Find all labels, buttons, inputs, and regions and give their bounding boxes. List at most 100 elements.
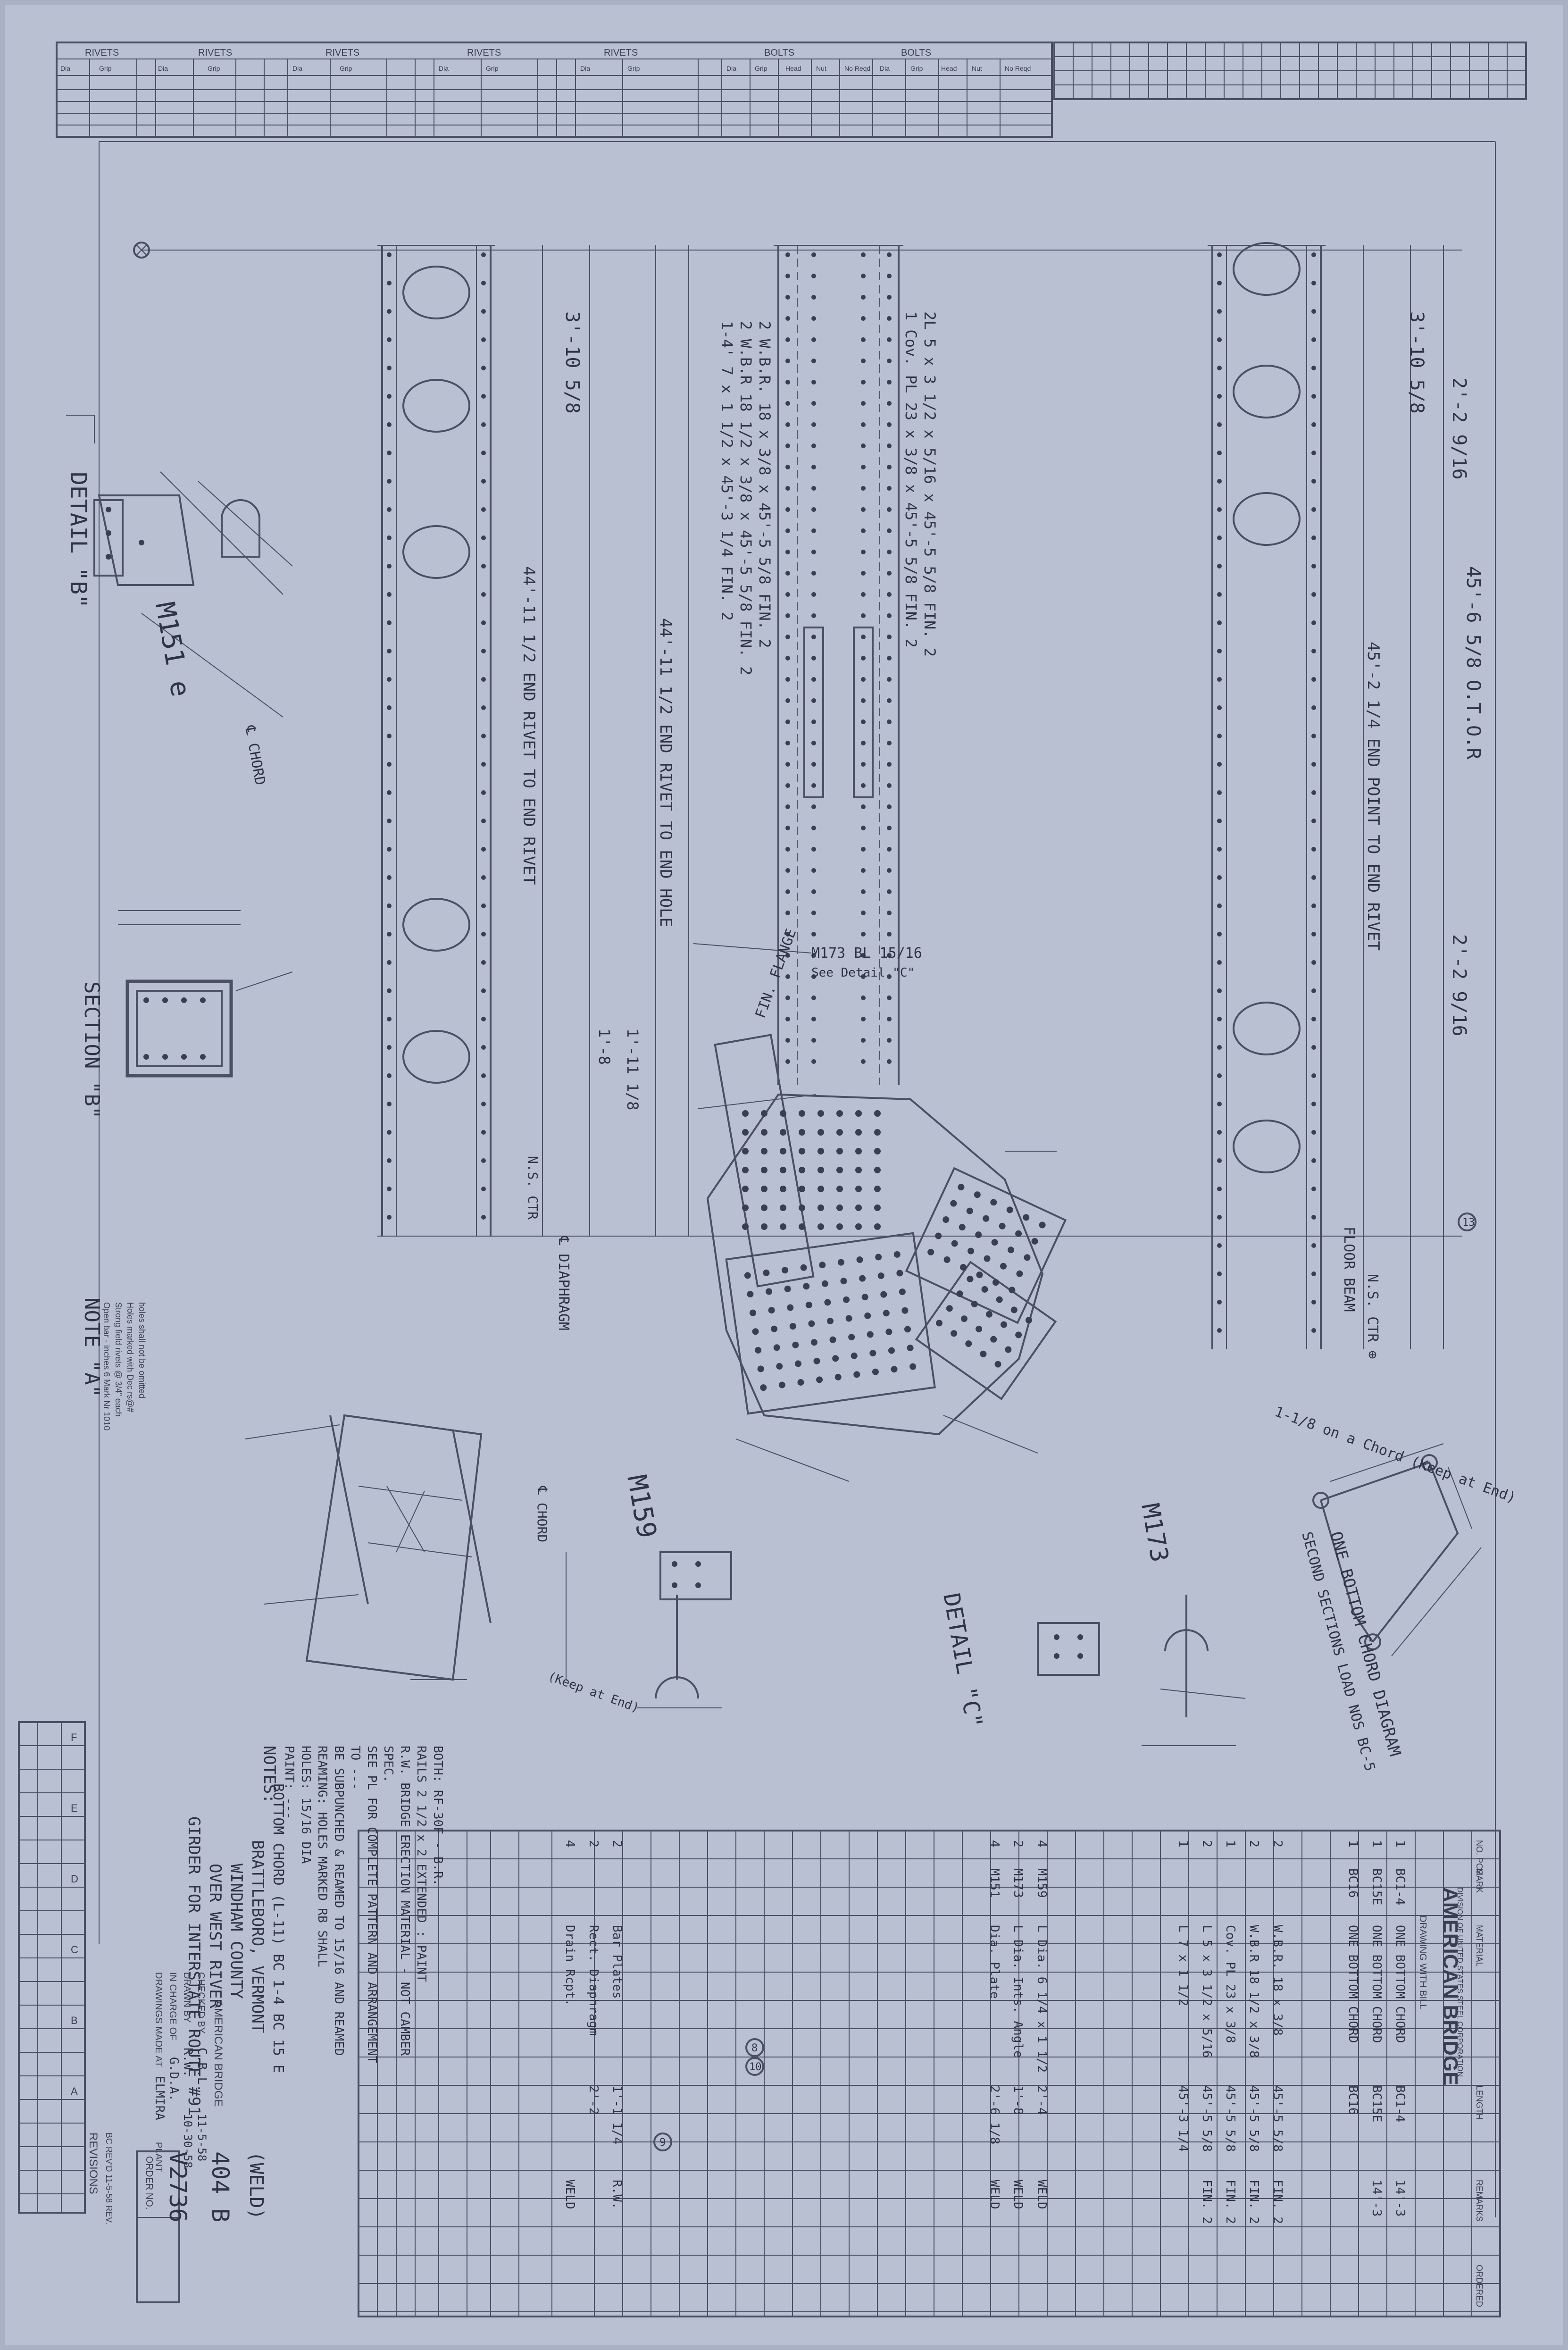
bill-cell: Rect. Diaphragm bbox=[586, 1925, 601, 2036]
sub-dia-4: Dia bbox=[439, 65, 449, 72]
rivet bbox=[785, 380, 790, 385]
bill-cell: 1 bbox=[1393, 1840, 1407, 1848]
rivet bbox=[481, 564, 486, 569]
rivets-header-3: RIVETS bbox=[325, 48, 359, 58]
bill-cell: BC1-4 bbox=[1393, 1868, 1407, 1905]
gusset-connection bbox=[693, 943, 1067, 1482]
gusset-rivet bbox=[859, 1275, 866, 1282]
rivet bbox=[785, 889, 790, 894]
gusset-rivet bbox=[834, 1373, 842, 1380]
gusset-rivet bbox=[984, 1255, 991, 1262]
gusset-rivet bbox=[761, 1110, 767, 1117]
rivet bbox=[1311, 762, 1316, 767]
rivet bbox=[481, 677, 486, 682]
rivet bbox=[1217, 903, 1222, 908]
rivet bbox=[887, 677, 892, 682]
rivet bbox=[1311, 1215, 1316, 1220]
company-header: DRAWING WITH BILL AMERICAN BRIDGE DIVISI… bbox=[1418, 1887, 1464, 2085]
marker-circle-10 bbox=[745, 2057, 764, 2076]
bill-cell: 45'-3 1/4 bbox=[1176, 2085, 1190, 2152]
rivet bbox=[887, 911, 892, 915]
rivet bbox=[785, 826, 790, 830]
gusset-rivet bbox=[935, 1232, 942, 1239]
chord-label-b: 1 Cov. PL 23 x 3/8 x 45'-5 5/8 FIN. 2 bbox=[902, 311, 920, 648]
rivet bbox=[785, 507, 790, 512]
rivet bbox=[811, 635, 816, 639]
rivet bbox=[1217, 649, 1222, 653]
plant-value: ELMIRA bbox=[152, 2076, 167, 2120]
rivet bbox=[1311, 1017, 1316, 1021]
rivet bbox=[785, 528, 790, 533]
rivet bbox=[1311, 988, 1316, 993]
rivet bbox=[481, 1045, 486, 1050]
chord-label-d: 2 W.B.R 18 1/2 x 3/8 x 45'-5 5/8 FIN. 2 bbox=[737, 321, 755, 675]
rev-letter-f: F bbox=[71, 1731, 77, 1743]
bill-cell: 45'-5 5/8 bbox=[1200, 2085, 1214, 2152]
gusset-rivet bbox=[836, 1129, 843, 1136]
bill-cell: Drain Rcpt. bbox=[563, 1925, 577, 2006]
rivet bbox=[387, 535, 392, 540]
rivet bbox=[785, 337, 790, 342]
rivet bbox=[1311, 1102, 1316, 1106]
gusset-rivet bbox=[990, 1199, 997, 1206]
rivet bbox=[785, 804, 790, 809]
in-charge-label: IN CHARGE OF bbox=[167, 1972, 178, 2040]
gusset-rivet bbox=[810, 1339, 817, 1346]
gusset-rivet bbox=[976, 1325, 983, 1332]
marker-circle-13 bbox=[1458, 1213, 1476, 1231]
gusset-rivet bbox=[855, 1223, 862, 1230]
rivet bbox=[1217, 1130, 1222, 1135]
sub-grip: Grip bbox=[99, 65, 112, 72]
sub-dia: Dia bbox=[60, 65, 70, 72]
gusset-rivet bbox=[960, 1315, 967, 1322]
rivet bbox=[811, 401, 816, 406]
gusset-rivet bbox=[813, 1357, 820, 1364]
rivet bbox=[861, 528, 866, 533]
gusset-rivet bbox=[755, 1346, 762, 1354]
gusset-rivet bbox=[960, 1264, 967, 1271]
rivet bbox=[785, 953, 790, 958]
gusset-rivet bbox=[976, 1271, 983, 1279]
bill-cell: 2 bbox=[586, 1840, 601, 1848]
bill-header-cell: NO. PCS bbox=[1475, 1840, 1484, 1875]
rivet bbox=[785, 1038, 790, 1043]
rivet bbox=[1217, 1215, 1222, 1220]
gusset-rivet bbox=[761, 1223, 767, 1230]
rivet bbox=[1217, 535, 1222, 540]
gusset-rivet bbox=[760, 1384, 767, 1391]
detail-b-drawing bbox=[66, 415, 293, 718]
sub-grip-7: Grip bbox=[910, 65, 923, 72]
e-diaphragm-label: ℄ DIAPHRAGM bbox=[555, 1236, 572, 1330]
notes-line-4: TO --- bbox=[348, 1746, 362, 1790]
rivet bbox=[387, 1215, 392, 1220]
gusset-rivet bbox=[951, 1240, 958, 1247]
dimension-lines bbox=[133, 242, 1462, 1349]
marker-13: 13 bbox=[1462, 1217, 1475, 1229]
title-line-3: BRATTLEBORO, VERMONT bbox=[248, 1840, 267, 2033]
rivet bbox=[785, 1017, 790, 1021]
lightening-hole bbox=[402, 898, 470, 952]
rivet bbox=[1311, 479, 1316, 484]
gusset-rivet bbox=[942, 1216, 950, 1223]
rivet bbox=[1311, 875, 1316, 880]
bill-header-cell: LENGTH bbox=[1475, 2085, 1484, 2120]
rivet bbox=[387, 847, 392, 852]
gusset-rivet bbox=[827, 1318, 834, 1324]
rivet bbox=[387, 677, 392, 682]
bill-cell: 1 bbox=[1176, 1840, 1190, 1848]
lightening-hole bbox=[402, 266, 470, 319]
e-chord-label-b: ℄ CHORD bbox=[534, 1486, 550, 1542]
rivet bbox=[481, 1215, 486, 1220]
revisions-label: REVISIONS bbox=[87, 2133, 100, 2194]
see-detail-label: See Detail "C" bbox=[811, 966, 915, 980]
rivet bbox=[887, 486, 892, 491]
rivet bbox=[1217, 1017, 1222, 1021]
rivet bbox=[481, 366, 486, 370]
rivet bbox=[811, 337, 816, 342]
rivet bbox=[1217, 1158, 1222, 1163]
rivet bbox=[1311, 903, 1316, 908]
rivet bbox=[1311, 1073, 1316, 1078]
rivet bbox=[387, 819, 392, 823]
floor-beam-label: FLOOR BEAM bbox=[1341, 1227, 1357, 1312]
gusset-rivet bbox=[799, 1186, 805, 1192]
